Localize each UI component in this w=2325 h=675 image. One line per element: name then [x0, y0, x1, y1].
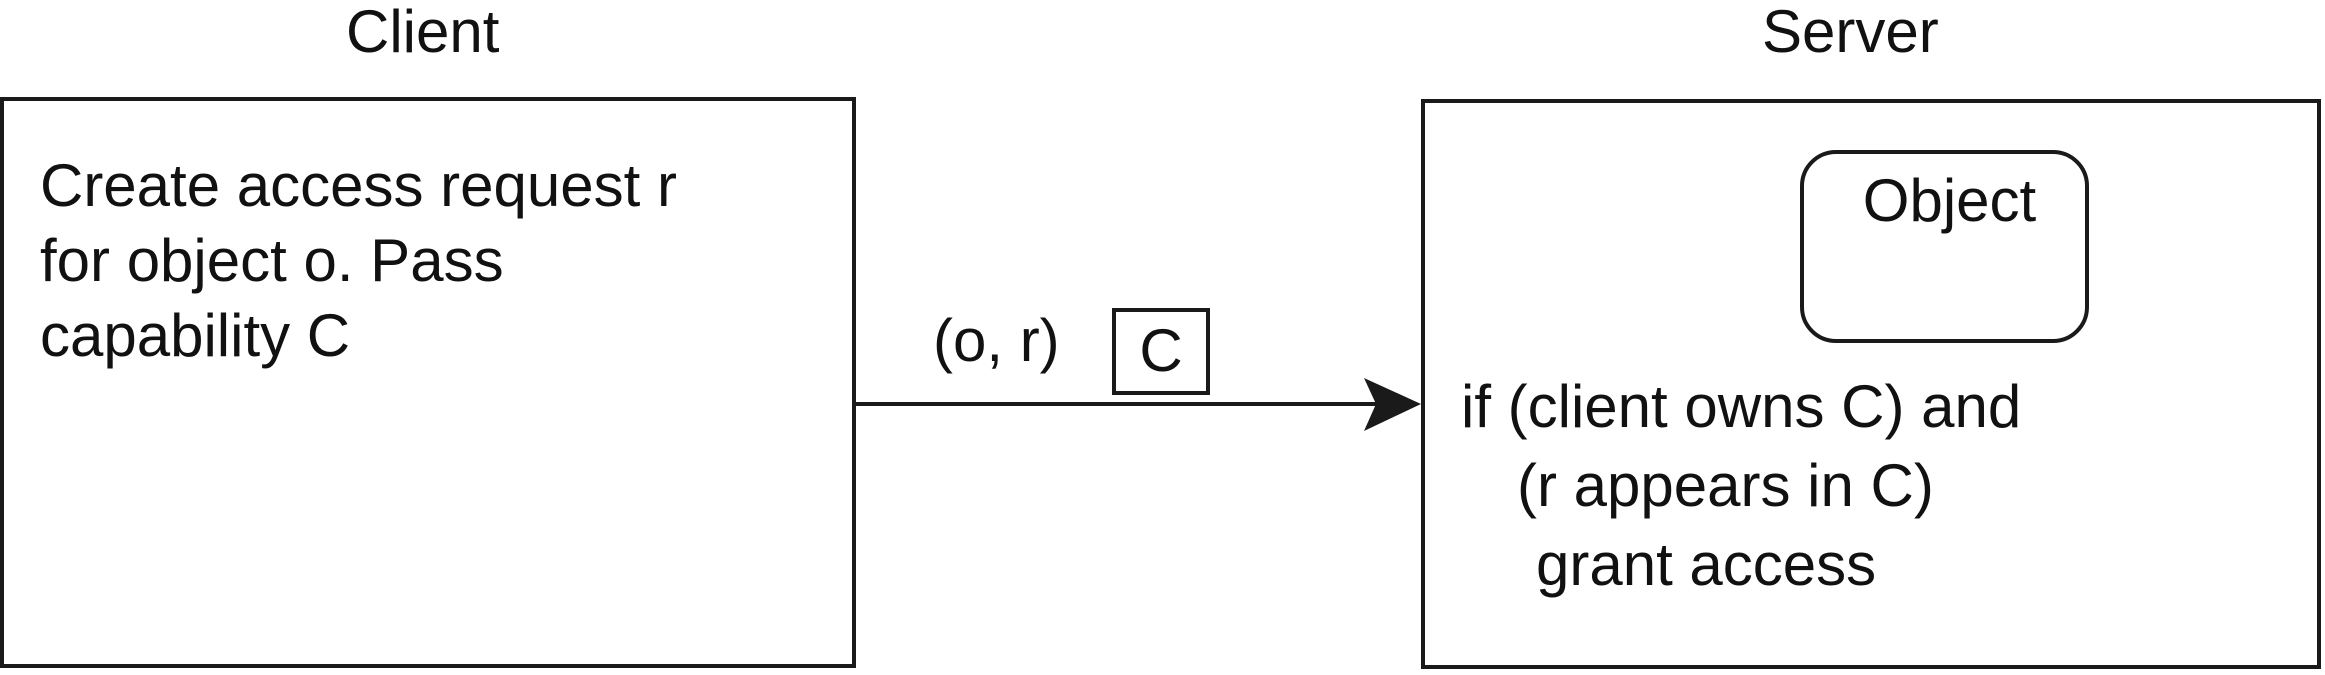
object-label: Object — [1862, 167, 2037, 234]
message-label: (o, r) — [933, 307, 1060, 374]
server-box: Object if (client owns C) and (r appears… — [1421, 99, 2321, 669]
client-line-2: for object o. Pass — [40, 227, 504, 294]
server-line-1: if (client owns C) and — [1461, 373, 2022, 440]
client-title: Client — [346, 0, 500, 65]
client-line-1: Create access request r — [40, 152, 677, 219]
capability-box: C — [1112, 308, 1210, 395]
arrowhead-icon — [1364, 378, 1421, 431]
client-line-3: capability C — [40, 302, 351, 369]
server-line-2: (r appears in C) — [1517, 452, 1934, 519]
client-box: Create access request r for object o. Pa… — [0, 97, 856, 668]
object-box: Object — [1800, 150, 2089, 343]
server-line-3: grant access — [1536, 531, 1877, 598]
server-title: Server — [1762, 0, 1939, 65]
